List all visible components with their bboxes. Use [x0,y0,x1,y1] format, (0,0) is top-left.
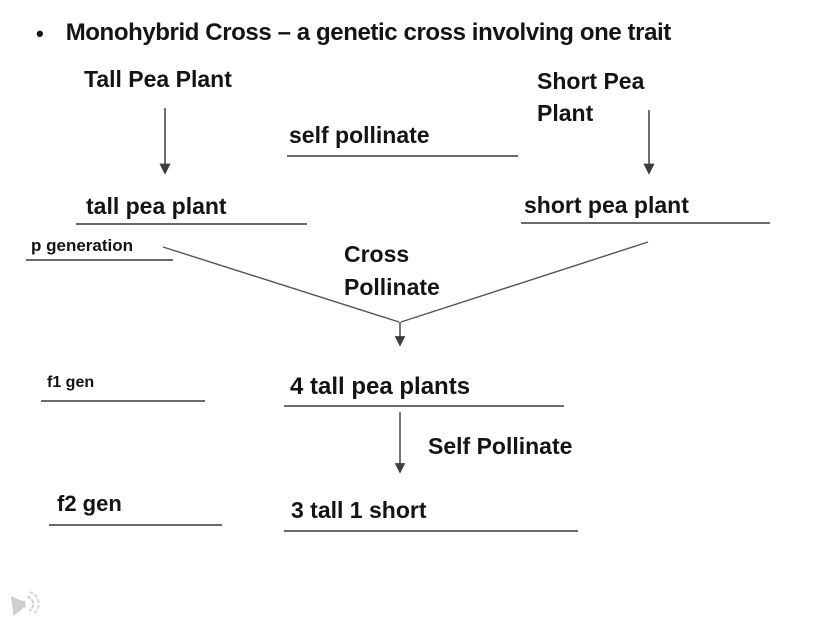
title-row: • Monohybrid Cross – a genetic cross inv… [36,19,671,49]
p-left-answer: tall pea plant [86,193,227,219]
self-pollinate-blank-line [287,155,518,157]
self-pollinate-label: self pollinate [289,122,430,148]
p-right-blank-line [521,222,770,224]
audio-speaker-icon[interactable] [6,586,46,621]
f2-result: 3 tall 1 short [291,497,427,523]
parent-right-label: Short Pea Plant [537,68,645,126]
self-pollinate-2-label: Self Pollinate [428,433,573,459]
f1-result: 4 tall pea plants [290,373,471,400]
f2-gen-label: f2 gen [57,491,122,516]
parent-left-label: Tall Pea Plant [84,66,232,92]
p-right-answer: short pea plant [524,192,689,218]
cross-pollinate-label: Cross Pollinate [344,241,440,300]
f2-result-blank-line [284,530,578,532]
bullet-point: • [36,21,44,46]
f1-gen-blank-line [41,400,205,402]
f2-gen-blank-line [49,524,222,526]
p-generation-label: p generation [31,236,134,255]
slide-title: Monohybrid Cross – a genetic cross invol… [65,19,672,46]
f1-gen-label: f1 gen [47,374,95,391]
f1-result-blank-line [284,405,564,407]
p-left-blank-line [76,223,307,225]
p-generation-blank-line [26,259,173,261]
